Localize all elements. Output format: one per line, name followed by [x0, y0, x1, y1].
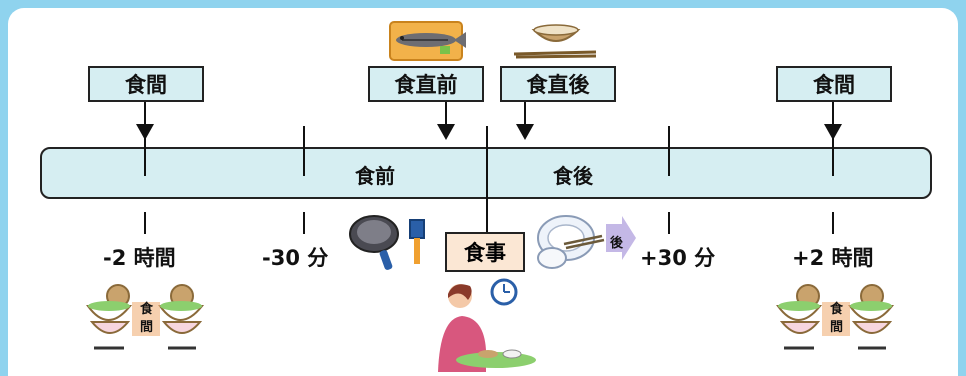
meal-interval-label-right: 食間: [776, 66, 892, 102]
down-arrow-icon: [516, 124, 534, 140]
tick-plus-2h: [832, 138, 834, 176]
right-bowls-label-2: 間: [830, 320, 844, 335]
rice-bowl-chopsticks-icon: [513, 24, 597, 59]
left-bowls-label-1: 食: [140, 302, 154, 317]
after-arrow-label: 後: [610, 236, 624, 251]
bowls-meal-interval-left-icon: [86, 284, 205, 350]
time-minus-2h: -2 時間: [103, 246, 176, 270]
tick-plus-30m: [668, 126, 670, 176]
left-bowls-label-2: 間: [140, 320, 154, 335]
arrow-stem: [445, 102, 447, 126]
arrow-stem: [832, 102, 834, 126]
time-minus-30m: -30 分: [262, 246, 329, 270]
arrow-stem: [524, 102, 526, 126]
just-after-meal-label: 食直後: [500, 66, 616, 102]
bowls-meal-interval-right-icon: [776, 284, 895, 350]
tick-minus-2h: [144, 138, 146, 176]
woman-eating-icon: [438, 278, 536, 372]
empty-plates-icon: [537, 215, 636, 269]
arrow-stem: [144, 102, 146, 126]
right-bowls-label-1: 食: [830, 302, 844, 317]
meal-interval-label-left: 食間: [88, 66, 204, 102]
tick-below-plus-2h: [832, 212, 834, 234]
tick-minus-30m: [303, 126, 305, 176]
down-arrow-icon: [437, 124, 455, 140]
time-plus-30m: +30 分: [640, 246, 716, 270]
before-meal-label: 食前: [355, 164, 395, 188]
down-arrow-icon: [136, 124, 154, 140]
grilled-fish-icon: [389, 21, 466, 61]
tick-below-plus-30m: [668, 212, 670, 234]
down-arrow-icon: [824, 124, 842, 140]
frying-pan-icon: [349, 215, 425, 270]
time-plus-2h: +2 時間: [792, 246, 874, 270]
after-meal-label: 食後: [553, 164, 593, 188]
meal-label: 食事: [445, 232, 525, 272]
just-before-meal-label: 食直前: [368, 66, 484, 102]
tick-below-minus-30m: [303, 212, 305, 234]
tick-below-minus-2h: [144, 212, 146, 234]
meal-time-line: [486, 126, 488, 238]
